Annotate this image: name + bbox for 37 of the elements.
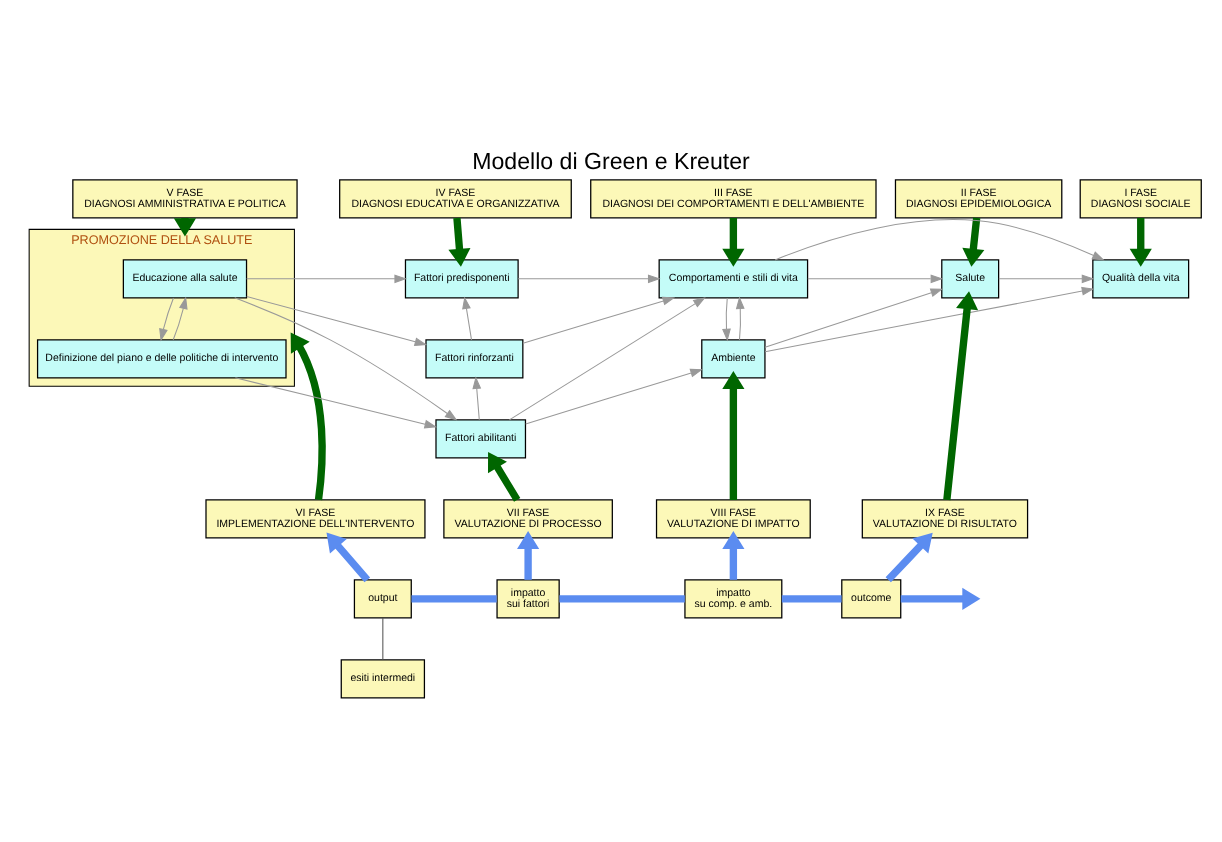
- arrow: [722, 296, 731, 341]
- arrow: [735, 295, 745, 340]
- arrow: [525, 367, 703, 424]
- connector: [781, 594, 842, 602]
- arrow: [962, 216, 985, 266]
- arrow: [290, 331, 326, 500]
- arrow: [246, 273, 408, 283]
- arrow: [885, 531, 933, 582]
- arrow: [246, 295, 428, 346]
- arrow: [508, 296, 706, 420]
- connector: [559, 594, 685, 602]
- arrow: [774, 218, 1105, 260]
- arrow: [1129, 216, 1152, 266]
- arrow: [900, 586, 981, 609]
- arrow: [764, 287, 944, 347]
- arrow: [722, 529, 745, 579]
- arrow: [326, 531, 371, 582]
- arrow: [472, 375, 482, 420]
- connector: [382, 616, 384, 660]
- arrow: [159, 296, 174, 341]
- arrow: [722, 369, 745, 499]
- diagram-title: Modello di Green e Kreuter: [472, 149, 750, 174]
- arrow: [234, 296, 458, 420]
- arrow: [517, 529, 540, 579]
- arrow: [448, 216, 471, 266]
- arrow: [462, 295, 473, 340]
- arrow: [172, 295, 188, 340]
- arrow: [807, 273, 944, 283]
- arrow: [764, 285, 1095, 352]
- arrow: [522, 295, 676, 343]
- arrow: [722, 216, 745, 266]
- arrow: [943, 290, 979, 500]
- connector: [411, 594, 497, 602]
- arrow: [998, 273, 1095, 283]
- arrow: [234, 376, 438, 428]
- arrow: [517, 273, 661, 283]
- arrow: [487, 450, 521, 501]
